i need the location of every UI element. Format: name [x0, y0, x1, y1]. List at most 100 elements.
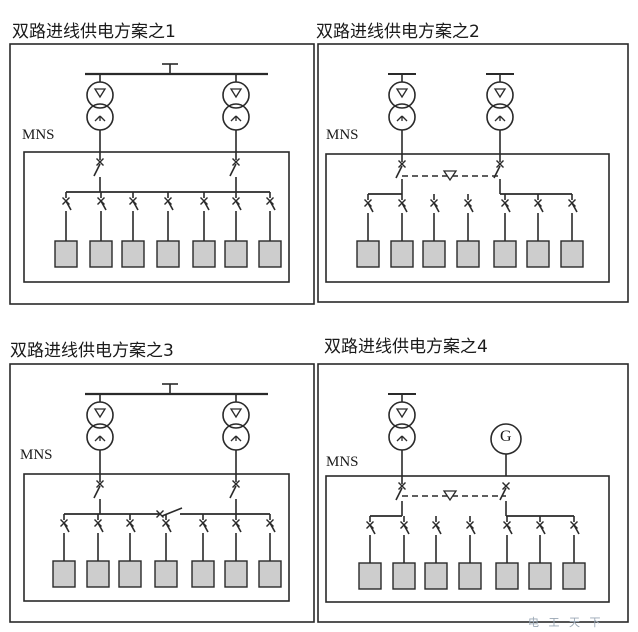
wye-symbol [235, 115, 242, 122]
feeder-switch [571, 202, 578, 213]
transformer-winding [222, 81, 250, 109]
load-box [154, 560, 178, 588]
bus-tie-switch [161, 507, 183, 517]
feeder-switch [167, 200, 174, 211]
wye-symbol [396, 435, 403, 442]
wye-symbol [235, 435, 242, 442]
feeder-switch [537, 202, 544, 213]
feeder-switch [235, 200, 242, 211]
feeder-switch [63, 522, 70, 533]
load-box [526, 240, 550, 268]
load-box [356, 240, 380, 268]
panel-4 [317, 363, 629, 623]
breaker-cross [96, 158, 104, 166]
panel-1-title: 双路进线供电方案之1 [12, 22, 176, 42]
incomer-switch [395, 487, 403, 501]
feeder-switch [573, 524, 580, 535]
transformer-winding [486, 81, 514, 109]
delta-symbol [395, 408, 409, 419]
breaker-cross [96, 480, 104, 488]
load-box [562, 562, 586, 590]
wye-symbol [99, 435, 106, 442]
wye-symbol [396, 115, 403, 122]
load-box [121, 240, 145, 268]
panel-1-mns-label: MNS [22, 127, 55, 143]
transformer [388, 81, 416, 131]
transformer [222, 401, 250, 451]
feeder-switch [504, 202, 511, 213]
breaker-cross [232, 480, 240, 488]
delta-symbol [229, 408, 243, 419]
feeder-switch [369, 524, 376, 535]
feeder-switch [100, 200, 107, 211]
load-box [495, 562, 519, 590]
panel-4-mns-label: MNS [326, 454, 359, 470]
transformer [86, 81, 114, 131]
wye-symbol [94, 435, 101, 442]
load-box [560, 240, 584, 268]
wye-symbol [401, 435, 408, 442]
feeder-switch [203, 200, 210, 211]
transformer [388, 401, 416, 451]
feeder-switch [235, 522, 242, 533]
load-box [458, 562, 482, 590]
transformer-winding [86, 401, 114, 429]
transformer-winding [388, 81, 416, 109]
wye-symbol [94, 115, 101, 122]
incomer-switch [229, 485, 237, 499]
load-box [224, 240, 248, 268]
transformer [486, 81, 514, 131]
breaker-cross [496, 160, 504, 168]
breaker-cross [156, 510, 164, 518]
feeder-switch [269, 200, 276, 211]
load-box [224, 560, 248, 588]
feeder-switch [202, 522, 209, 533]
panel-1 [9, 43, 315, 305]
breaker-cross [232, 158, 240, 166]
feeder-switch [403, 524, 410, 535]
mns-cabinet [23, 151, 290, 283]
panel-3-frame [9, 363, 315, 623]
load-box [192, 240, 216, 268]
load-box [258, 560, 282, 588]
incomer-switch [93, 485, 101, 499]
mns-cabinet [325, 475, 610, 603]
wye-symbol [494, 115, 501, 122]
mns-cabinet [23, 473, 290, 602]
watermark: 电 工 天 下 [528, 616, 604, 629]
load-box [156, 240, 180, 268]
panel-2 [317, 43, 629, 303]
feeder-switch [367, 202, 374, 213]
load-box [54, 240, 78, 268]
feeder-switch [165, 522, 172, 533]
panel-2-title: 双路进线供电方案之2 [316, 22, 480, 42]
load-box [258, 240, 282, 268]
delta-symbol [93, 88, 107, 99]
transformer [86, 401, 114, 451]
wye-symbol [230, 435, 237, 442]
load-box [392, 562, 416, 590]
delta-symbol [493, 88, 507, 99]
incomer-switch [93, 163, 101, 177]
feeder-switch [132, 200, 139, 211]
delta-symbol [229, 88, 243, 99]
delta-symbol [395, 88, 409, 99]
feeder-switch [269, 522, 276, 533]
load-box [422, 240, 446, 268]
load-box [191, 560, 215, 588]
load-box [528, 562, 552, 590]
delta-symbol [93, 408, 107, 419]
breaker-cross [502, 482, 510, 490]
feeder-switch [469, 524, 476, 535]
panel-2-frame [317, 43, 629, 303]
wye-symbol [99, 115, 106, 122]
panel-2-mns-label: MNS [326, 127, 359, 143]
feeder-switch [129, 522, 136, 533]
panel-3-mns-label: MNS [20, 447, 53, 463]
transformer-winding [222, 401, 250, 429]
feeder-switch [433, 202, 440, 213]
incomer-switch [395, 165, 403, 179]
load-box [118, 560, 142, 588]
panel-3-title: 双路进线供电方案之3 [10, 341, 174, 361]
load-box [390, 240, 414, 268]
